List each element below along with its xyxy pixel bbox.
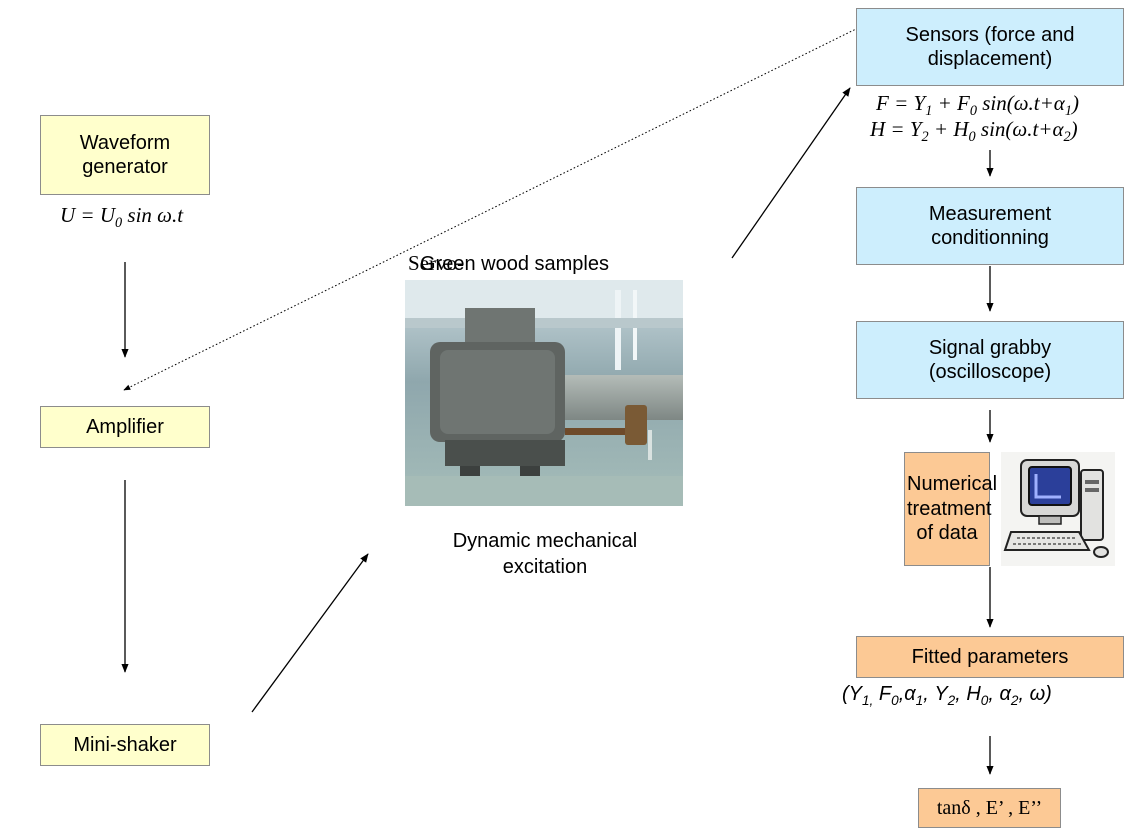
numerical-treatment-label: Numerical treatment of data <box>907 473 998 545</box>
waveform-generator-label: Waveform generator <box>79 131 171 178</box>
results-label: tanδ , E’ , E’’ <box>936 796 1043 819</box>
green-wood-sample-photo <box>405 280 683 506</box>
mini-shaker-label: Mini-shaker <box>73 733 177 756</box>
measurement-conditioning-label: Measurement conditionning <box>928 202 1052 249</box>
results-box: tanδ , E’ , E’’ <box>918 788 1061 828</box>
equation-fitted: (Y1, F0,α1, Y2, H0, α2, ω) <box>842 683 1052 708</box>
arrow-sample-to-sensors <box>731 87 851 259</box>
sensors-label: Sensors (force and displacement) <box>905 23 1075 70</box>
fitted-parameters-label: Fitted parameters <box>911 645 1069 668</box>
dynamic-excitation-label: Dynamic mechanical excitation <box>452 530 638 578</box>
signal-grabby-label: Signal grabby (oscilloscope) <box>928 336 1052 383</box>
green-wood-samples-label: Green wood samples <box>420 253 609 275</box>
waveform-generator-box: Waveform generator <box>40 115 210 195</box>
numerical-treatment-box: Numerical treatment of data <box>904 452 998 566</box>
fitted-parameters-box: Fitted parameters <box>856 636 1124 678</box>
amplifier-box: Amplifier <box>40 406 210 448</box>
mini-shaker-box: Mini-shaker <box>40 724 210 766</box>
measurement-conditioning-box: Measurement conditionning <box>856 187 1124 265</box>
amplifier-label: Amplifier <box>86 415 164 438</box>
sensors-box: Sensors (force and displacement) <box>856 8 1124 86</box>
equation-u: U = U0 sin ω.t <box>60 203 184 231</box>
computer-icon <box>1001 452 1115 566</box>
equation-f: F = Y1 + F0 sin(ω.t+α1) <box>876 91 1079 119</box>
arrow-shaker-to-sample <box>251 553 369 713</box>
equation-h: H = Y2 + H0 sin(ω.t+α2) <box>870 117 1078 145</box>
signal-grabby-box: Signal grabby (oscilloscope) <box>856 321 1124 399</box>
